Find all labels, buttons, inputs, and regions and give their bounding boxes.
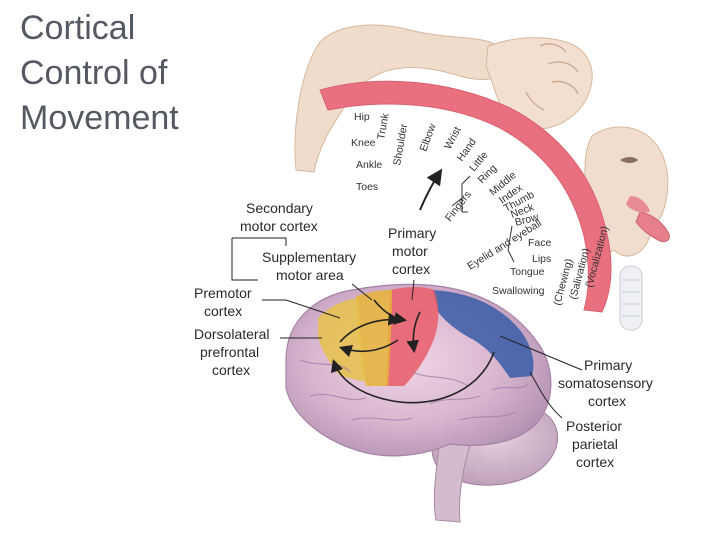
dorsolateral-line-2: prefrontal [200,344,259,360]
somatosensory-line-3: cortex [588,393,626,409]
homunculus-tongue [635,211,670,243]
somatosensory-region [432,290,534,378]
title-line-2: Control of [20,54,168,92]
brain-sulci [299,359,529,421]
leader-somatosensory [499,335,583,371]
secondary-line-2: motor cortex [240,218,318,234]
supplementary-line-1: Supplementary [262,249,356,265]
homunculus-eye [620,157,638,163]
label-ankle: Ankle [356,159,382,171]
eyelid-bracket [507,225,515,263]
primary-motor-line-3: cortex [392,261,430,277]
label-fingers: Fingers [443,189,474,224]
homunculus-fingers [525,43,579,111]
somatosensory-line-1: Primary [584,357,632,373]
strip-arrow [419,168,443,211]
brain [285,283,559,523]
circuit-arrow-4 [330,351,495,404]
posterior-line-1: Posterior [566,418,622,434]
primary-motor-line-1: Primary [388,225,436,241]
fingers-bracket [451,175,471,213]
secondary-line-1: Secondary [246,200,313,216]
posterior-line-2: parietal [572,436,618,452]
slide-title: Cortical Control of Movement [20,6,179,141]
label-tongue: Tongue [510,266,545,278]
leader-lines [231,237,583,419]
label-shoulder: Shoulder [391,123,410,167]
label-face: Face [528,237,552,249]
somatosensory-line-2: somatosensory [558,375,653,391]
leader-supplementary [351,283,373,301]
leader-posterior [529,371,563,419]
circuit-arrow-5 [406,311,421,354]
circuit-arrow-2 [338,339,399,358]
premotor-region [356,290,392,386]
homunculus-body [294,24,670,331]
posterior-line-3: cortex [576,454,614,470]
motor-strip [319,80,612,313]
region-labels: Secondary motor cortex Primary motor cor… [194,200,653,470]
label-hip: Hip [354,111,370,123]
premotor-line-2: cortex [204,303,242,319]
supplementary-line-2: motor area [276,267,344,283]
dorsolateral-line-3: cortex [212,362,250,378]
label-trunk: Trunk [375,112,392,141]
dorsolateral-line-1: Dorsolateral [194,326,269,342]
leader-premotor [262,299,341,319]
homunculus-lips [626,196,650,213]
primary-motor-region [386,287,439,386]
circuit-arrow-3 [373,299,408,325]
label-lips: Lips [532,253,551,265]
label-knee: Knee [351,137,376,149]
label-toes: Toes [356,181,378,193]
brainstem [433,439,471,523]
label-swallowing: Swallowing [492,285,545,297]
title-line-3: Movement [20,99,179,137]
homunculus-throat [619,265,643,331]
primary-motor-line-2: motor [392,243,428,259]
leader-primary-motor [411,279,415,301]
leader-secondary [231,237,287,281]
homunculus-labels: Hip Trunk Knee Shoulder Elbow Ankle Toes… [351,111,611,307]
label-elbow: Elbow [418,122,439,153]
title-line-1: Cortical [20,9,136,47]
premotor-line-1: Premotor [194,285,252,301]
circuit-arrow-1 [339,312,402,343]
